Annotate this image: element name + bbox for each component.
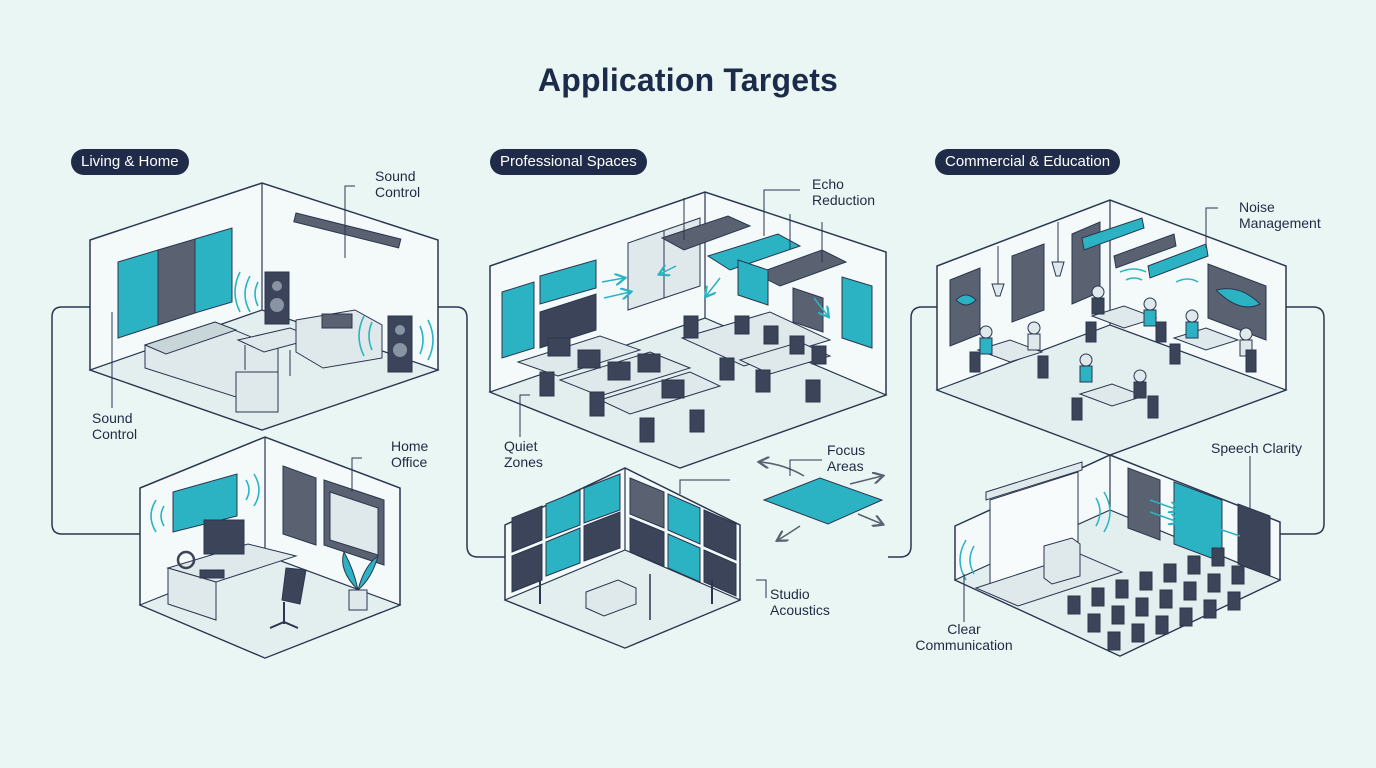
section-heading-professional-spaces: Professional Spaces	[490, 149, 647, 175]
room-open-office	[488, 189, 888, 469]
connector-lines	[51, 306, 1325, 558]
room-studio	[503, 460, 882, 649]
cafe-tables	[976, 305, 1240, 407]
callout-sound-control-top: Sound Control	[375, 168, 421, 200]
callout-sound-control-left: Sound Control	[92, 410, 138, 442]
section-heading-living-home: Living & Home	[71, 149, 189, 175]
callout-noise-management: Noise Management	[1239, 199, 1321, 231]
diagram-title: Application Targets	[537, 62, 839, 98]
room-home-office	[138, 436, 402, 659]
callout-speech-clarity: Speech Clarity	[1211, 440, 1303, 456]
cafe-people	[979, 285, 1253, 399]
callout-studio-acoustics: Studio Acoustics	[770, 586, 830, 618]
callout-quiet-zones: Quiet Zones	[504, 438, 543, 470]
studio-wall-tiles	[511, 473, 737, 597]
room-lecture-hall	[953, 454, 1282, 657]
room-living-room	[88, 182, 440, 431]
room-cafe	[935, 199, 1288, 456]
acoustic-wall-panels	[117, 227, 233, 339]
section-heading-commercial-education: Commercial & Education	[935, 149, 1121, 175]
cafe-wall-art	[949, 221, 1267, 347]
callout-echo-reduction: Echo Reduction	[812, 176, 876, 208]
callout-focus-areas: Focus Areas	[827, 442, 866, 474]
callout-home-office: Home Office	[391, 438, 429, 470]
callout-clear-communication: Clear Communication	[915, 621, 1013, 653]
audience-seating	[1067, 547, 1245, 651]
